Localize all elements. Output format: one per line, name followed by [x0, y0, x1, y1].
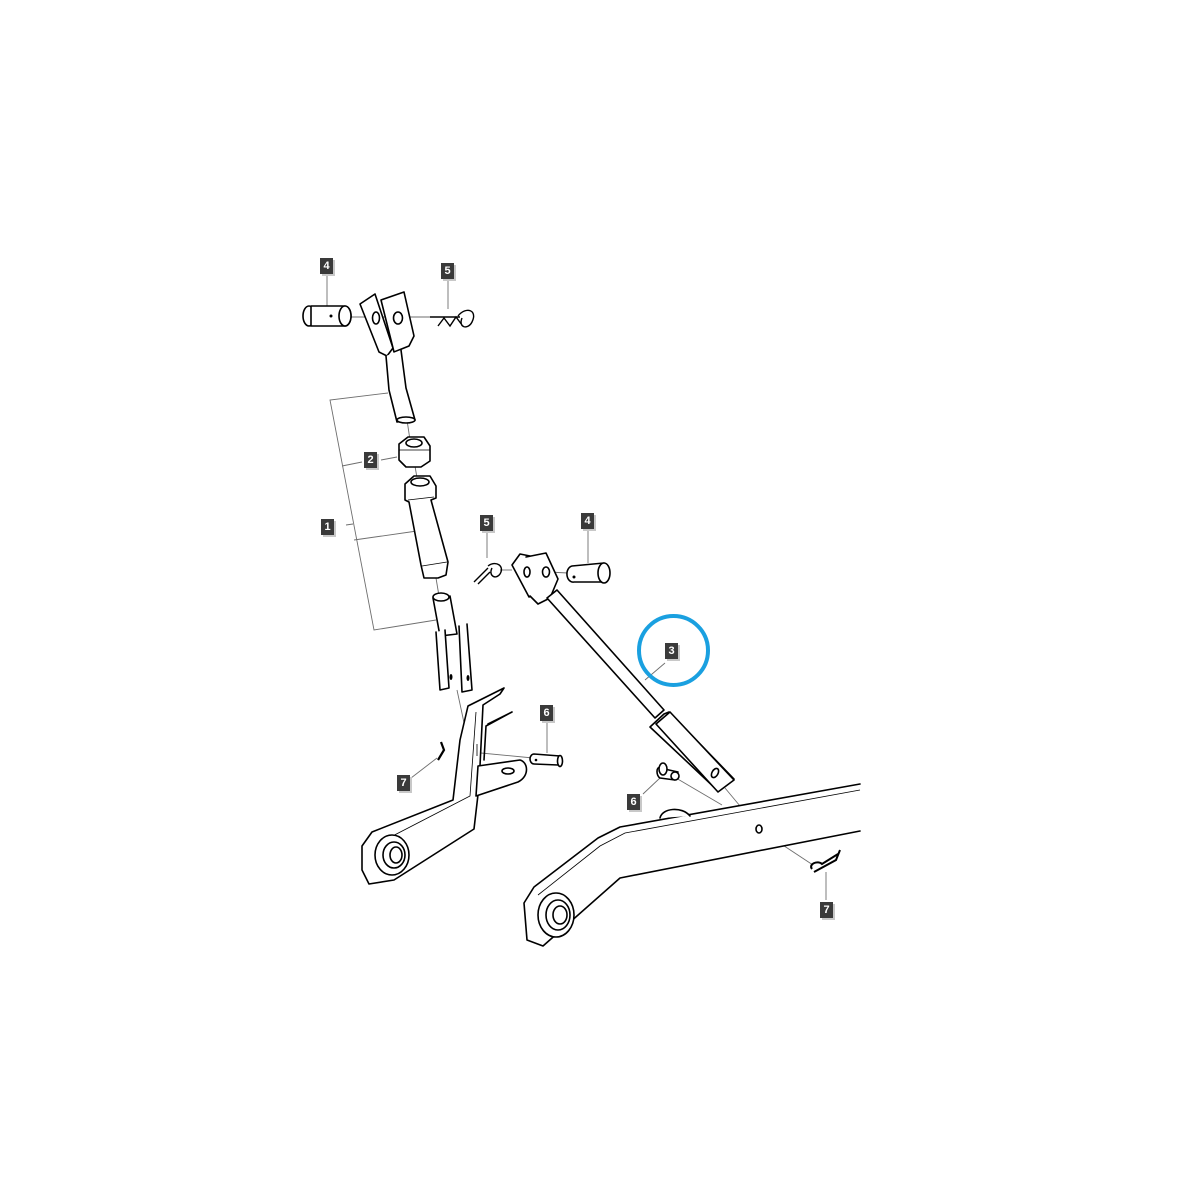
callout-6-left: 6	[540, 705, 553, 721]
callout-5-lift-rod: 5	[480, 515, 493, 531]
callout-7-left: 7	[397, 775, 410, 791]
callout-6-right: 6	[627, 794, 640, 810]
left-lower-arm	[361, 687, 528, 885]
callout-1: 1	[321, 519, 334, 535]
right-lower-arm	[523, 783, 861, 947]
left-pin	[529, 753, 564, 768]
top-clevis-pin	[302, 305, 352, 327]
lower-threaded-rod-fork	[432, 592, 473, 693]
lift-rod-r-clip	[473, 562, 503, 585]
lift-rod-clevis-pin	[566, 562, 611, 584]
callout-4-lift-rod: 4	[581, 513, 594, 529]
lift-rod-fork	[511, 552, 559, 605]
highlight-circle	[637, 614, 710, 687]
top-r-clip	[430, 309, 475, 328]
link-tube	[404, 475, 449, 579]
leader-lines	[326, 276, 827, 900]
lift-rod-bar	[546, 589, 665, 719]
top-clevis-fork	[359, 291, 416, 424]
callout-7-right: 7	[820, 902, 833, 918]
right-r-clip	[810, 849, 841, 873]
callout-5-top: 5	[441, 263, 454, 279]
right-pin	[656, 762, 680, 781]
left-r-clip	[437, 741, 446, 761]
callout-2: 2	[364, 452, 377, 468]
lock-nut	[398, 436, 431, 468]
callout-4-top: 4	[320, 258, 333, 274]
lift-rod-sleeve	[649, 711, 735, 793]
